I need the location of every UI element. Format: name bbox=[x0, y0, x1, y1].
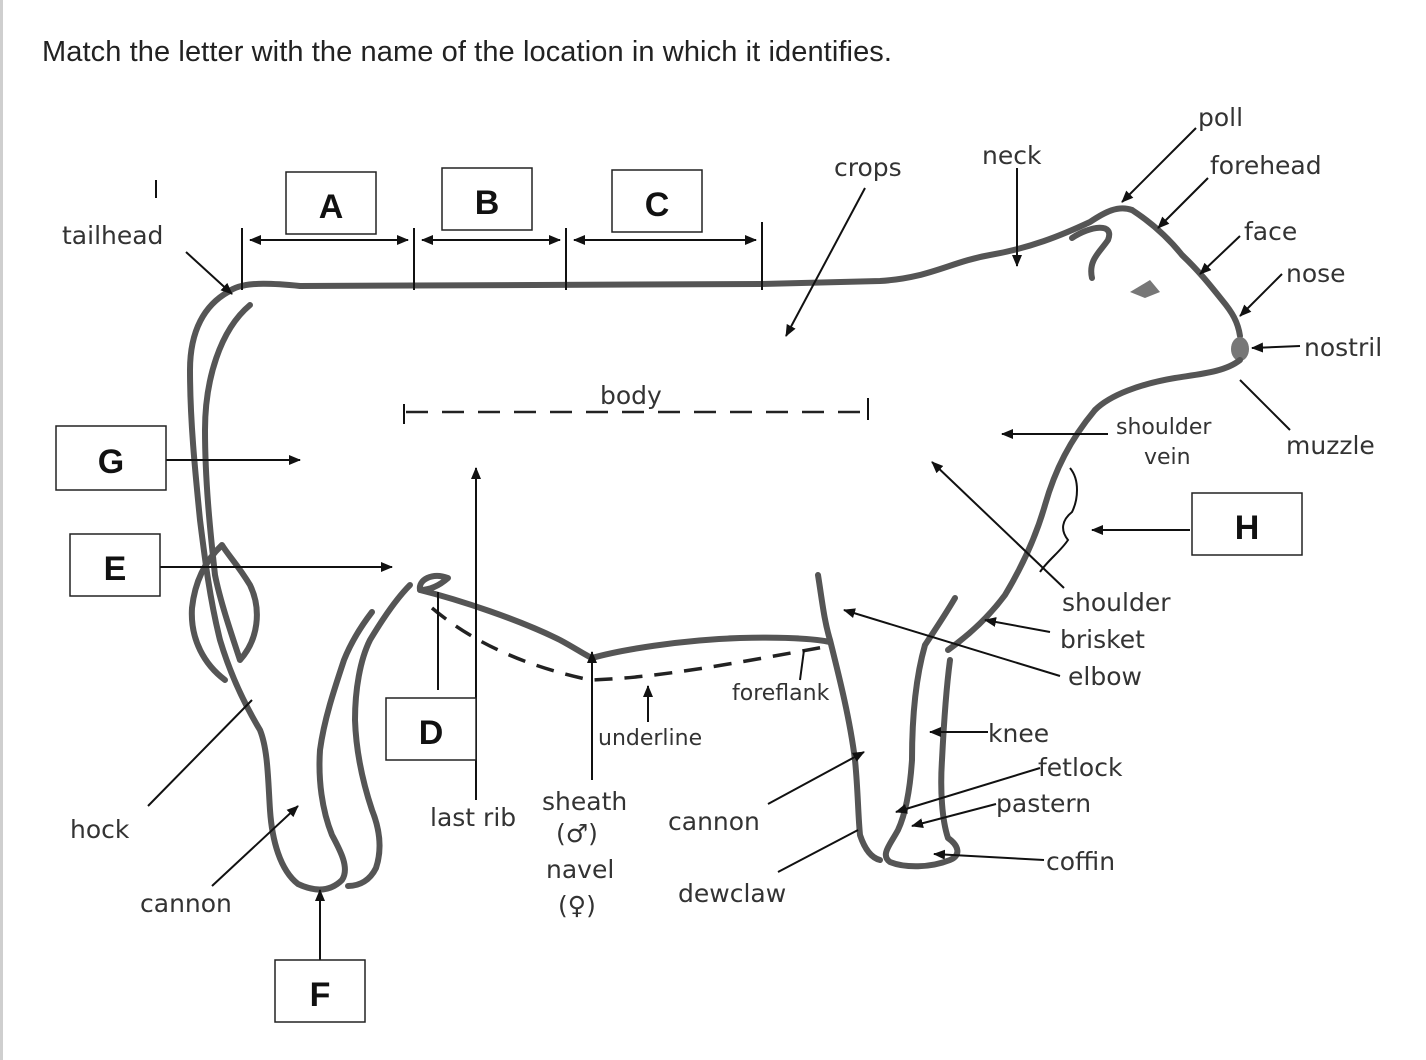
cow-ear bbox=[1069, 224, 1113, 281]
underline-dashed bbox=[430, 606, 831, 682]
letter-box-b: B bbox=[441, 167, 533, 231]
letter-box-d: D bbox=[385, 697, 477, 761]
letter-box-h: H bbox=[1191, 492, 1303, 556]
label-neck: neck bbox=[982, 141, 1042, 170]
label-shoulder: shoulder bbox=[1062, 588, 1171, 617]
label-pastern: pastern bbox=[996, 789, 1091, 818]
body-span bbox=[403, 398, 869, 424]
label-crops: crops bbox=[834, 153, 902, 182]
label-shoulder-vein-line1: shoulder bbox=[1116, 415, 1212, 440]
cow-tail bbox=[188, 302, 260, 683]
svg-text:H: H bbox=[1235, 509, 1260, 547]
letter-box-e: E bbox=[69, 533, 161, 597]
top-spans bbox=[155, 180, 763, 290]
label-male: (♂) bbox=[556, 819, 598, 848]
label-nostril: nostril bbox=[1304, 333, 1382, 362]
cow-topline bbox=[225, 205, 1135, 295]
anatomy-labels: poll forehead face nose nostril muzzle c… bbox=[62, 103, 1382, 920]
label-face: face bbox=[1244, 217, 1297, 246]
cow-outline bbox=[187, 205, 1249, 893]
svg-text:B: B bbox=[475, 184, 500, 222]
label-coffin: coffin bbox=[1046, 847, 1115, 876]
question-text: Match the letter with the name of the lo… bbox=[42, 36, 893, 68]
label-hock: hock bbox=[70, 815, 130, 844]
label-shoulder-vein-line2: vein bbox=[1144, 445, 1191, 470]
dewlap-mark bbox=[1039, 467, 1078, 573]
svg-text:F: F bbox=[310, 976, 331, 1014]
cow-front-leg-near bbox=[882, 595, 961, 870]
label-female: (♀) bbox=[558, 891, 596, 920]
letter-box-f: F bbox=[274, 959, 366, 1023]
cow-jaw bbox=[1092, 357, 1243, 413]
label-cannon-rear: cannon bbox=[140, 889, 232, 918]
label-elbow: elbow bbox=[1068, 662, 1142, 691]
label-sheath: sheath bbox=[542, 787, 627, 816]
label-body: body bbox=[600, 381, 662, 410]
pointers bbox=[147, 127, 1301, 960]
label-muzzle: muzzle bbox=[1286, 431, 1375, 460]
left-frame-border bbox=[0, 0, 3, 1060]
svg-text:G: G bbox=[98, 443, 124, 481]
label-dewclaw: dewclaw bbox=[678, 879, 786, 908]
cow-head-outline bbox=[1129, 207, 1243, 339]
label-brisket: brisket bbox=[1060, 625, 1145, 654]
label-last-rib: last rib bbox=[430, 803, 516, 832]
svg-text:E: E bbox=[104, 550, 127, 588]
label-fetlock: fetlock bbox=[1038, 753, 1123, 782]
nostril-mark bbox=[1231, 337, 1249, 361]
label-poll: poll bbox=[1198, 103, 1243, 132]
cow-hind-leg bbox=[345, 582, 413, 889]
label-nose: nose bbox=[1286, 259, 1346, 288]
label-cannon-front: cannon bbox=[668, 807, 760, 836]
label-knee: knee bbox=[988, 719, 1049, 748]
cow-front-leg-far bbox=[815, 572, 883, 863]
svg-text:A: A bbox=[319, 188, 344, 226]
cow-flank-curl bbox=[416, 572, 451, 593]
cow-eye bbox=[1130, 280, 1160, 298]
svg-text:D: D bbox=[419, 714, 444, 752]
letter-box-c: C bbox=[611, 169, 703, 233]
label-forehead: forehead bbox=[1210, 151, 1322, 180]
cow-chest bbox=[945, 407, 1098, 653]
letter-box-a: A bbox=[285, 171, 377, 235]
label-navel: navel bbox=[546, 855, 614, 884]
label-tailhead: tailhead bbox=[62, 221, 163, 250]
cow-rear-outline bbox=[187, 289, 375, 893]
letter-box-g: G bbox=[55, 425, 167, 491]
label-underline: underline bbox=[598, 726, 702, 751]
label-foreflank: foreflank bbox=[732, 681, 830, 706]
svg-text:C: C bbox=[645, 186, 670, 224]
cow-belly bbox=[417, 587, 833, 661]
